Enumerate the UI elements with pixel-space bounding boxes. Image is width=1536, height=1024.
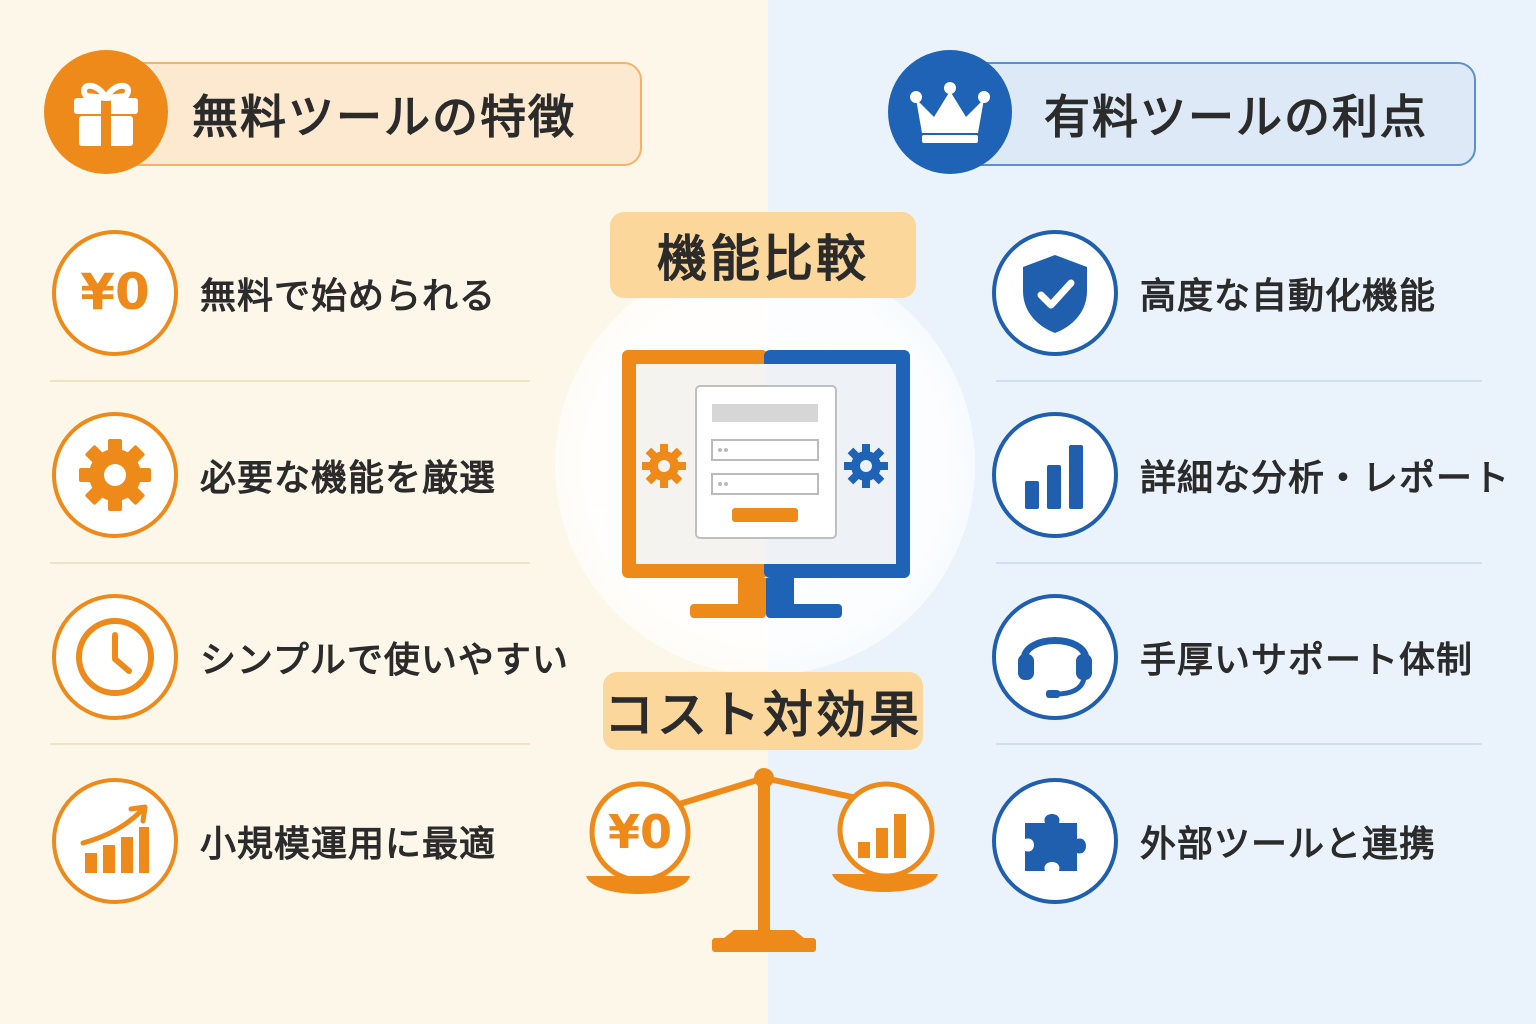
paid-item: 高度な自動化機能 xyxy=(992,230,1436,356)
yen-zero-icon: ¥0 xyxy=(52,230,178,356)
free-header-title: 無料ツールの特徴 xyxy=(192,90,576,144)
divider xyxy=(996,380,1482,382)
paid-item: 手厚いサポート体制 xyxy=(992,594,1473,720)
paid-item-label: 手厚いサポート体制 xyxy=(1140,640,1474,681)
paid-item-label: 外部ツールと連携 xyxy=(1140,824,1437,865)
free-item: ¥0 無料で始められる xyxy=(52,230,496,356)
free-item-label: シンプルで使いやすい xyxy=(200,640,569,681)
crown-icon xyxy=(888,50,1012,174)
shield-check-icon xyxy=(992,230,1118,356)
free-header: 無料ツールの特徴 xyxy=(100,62,642,166)
yen-zero-icon-text: ¥0 xyxy=(80,263,150,321)
paid-header-title: 有料ツールの利点 xyxy=(1044,90,1428,144)
paid-item-label: 高度な自動化機能 xyxy=(1140,276,1437,317)
divider xyxy=(50,380,530,382)
monitor-icon xyxy=(620,348,912,624)
paid-item: 外部ツールと連携 xyxy=(992,778,1436,904)
paid-header: 有料ツールの利点 xyxy=(950,62,1476,166)
free-item: 必要な機能を厳選 xyxy=(52,412,496,538)
free-item: シンプルで使いやすい xyxy=(52,594,569,720)
headset-icon xyxy=(992,594,1118,720)
paid-item-label: 詳細な分析・レポート xyxy=(1140,458,1511,499)
bar-chart-icon xyxy=(992,412,1118,538)
scale-left-text: ¥0 xyxy=(608,805,672,859)
clock-icon xyxy=(52,594,178,720)
balance-scale-icon: ¥0 xyxy=(584,766,940,962)
gear-icon xyxy=(52,412,178,538)
paid-item: 詳細な分析・レポート xyxy=(992,412,1510,538)
growth-chart-icon xyxy=(52,778,178,904)
free-item-label: 必要な機能を厳選 xyxy=(200,458,497,499)
divider xyxy=(996,562,1482,564)
divider xyxy=(996,743,1482,745)
puzzle-icon xyxy=(992,778,1118,904)
free-item-label: 小規模運用に最適 xyxy=(200,824,497,865)
divider xyxy=(50,743,530,745)
feature-comparison-label: 機能比較 xyxy=(610,212,916,298)
gift-icon xyxy=(44,50,168,174)
cost-effectiveness-label: コスト対効果 xyxy=(603,672,923,750)
divider xyxy=(50,562,530,564)
free-item-label: 無料で始められる xyxy=(200,276,497,317)
free-item: 小規模運用に最適 xyxy=(52,778,496,904)
